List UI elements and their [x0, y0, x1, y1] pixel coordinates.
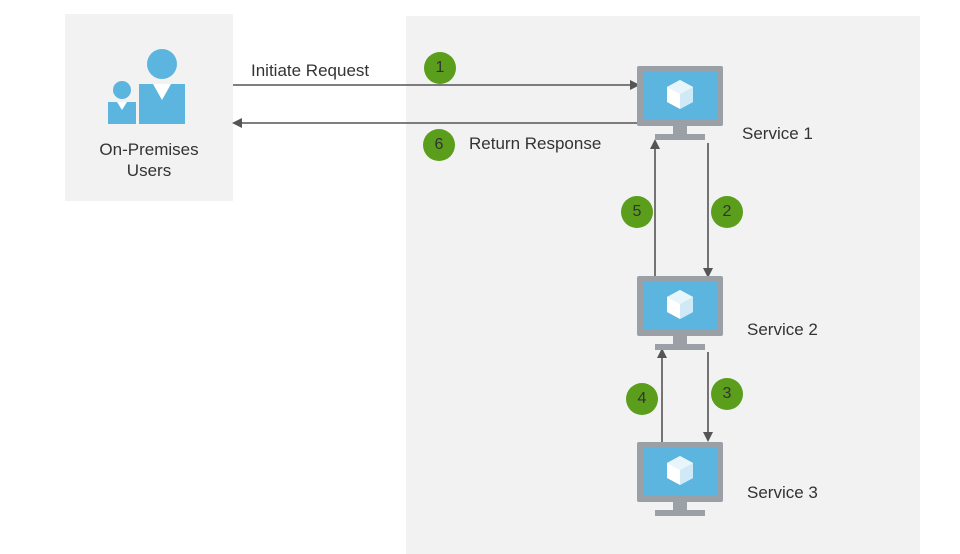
service-3-label: Service 3 [747, 483, 818, 502]
service-1-monitor-icon [637, 66, 723, 140]
service-3-monitor-icon [637, 442, 723, 516]
step-badge-1: 1 [424, 52, 456, 84]
users-label-line2: Users [126, 161, 172, 180]
step-badge-2: 2 [711, 196, 743, 228]
users-icon [108, 49, 185, 124]
step-badge-4: 4 [626, 383, 658, 415]
service-1-label: Service 1 [742, 124, 813, 143]
step-badge-6: 6 [423, 129, 455, 161]
return-response-label: Return Response [469, 134, 602, 153]
step-badge-5: 5 [621, 196, 653, 228]
service-2-label: Service 2 [747, 320, 818, 339]
step-badge-3: 3 [711, 378, 743, 410]
initiate-request-label: Initiate Request [251, 61, 370, 80]
service-2-monitor-icon [637, 276, 723, 350]
users-label-line1: On-Premises [99, 140, 199, 159]
